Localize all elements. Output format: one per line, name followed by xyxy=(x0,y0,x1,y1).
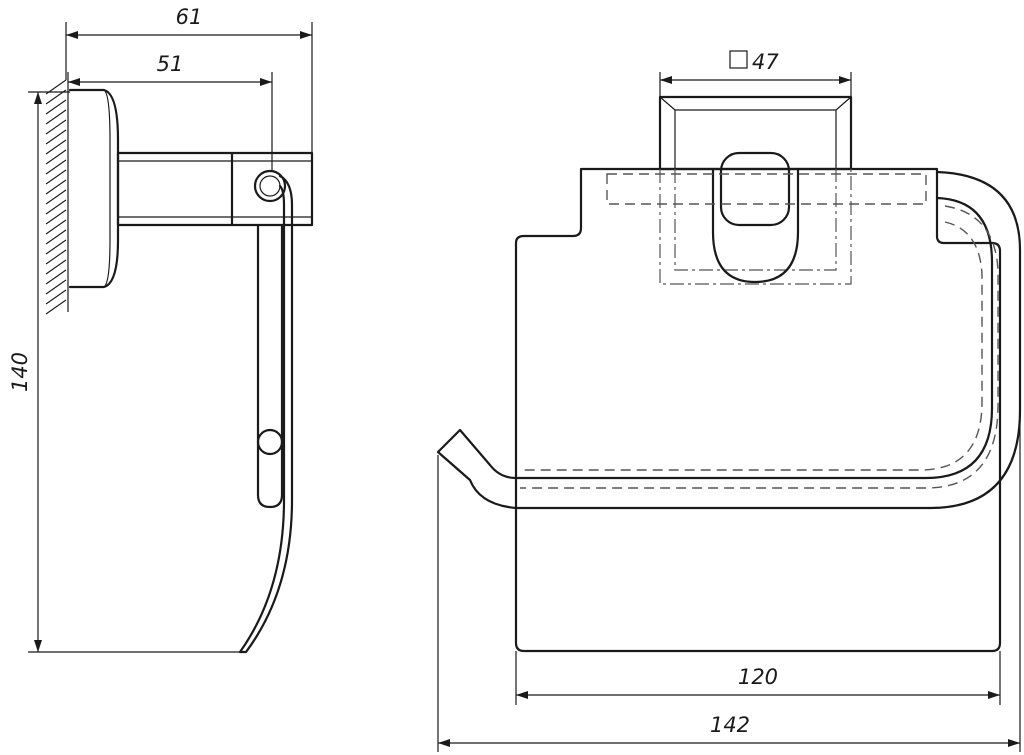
hatch-line xyxy=(45,119,67,135)
dim-label-51: 51 xyxy=(157,52,184,76)
hatch-line xyxy=(45,209,67,225)
hatch-lines xyxy=(45,79,67,315)
dim-label-120: 120 xyxy=(738,665,778,689)
hatch-line xyxy=(45,229,67,245)
hatch-line xyxy=(45,149,67,165)
hatch-line xyxy=(45,129,67,145)
wall-hatching xyxy=(45,72,69,315)
curved-arm-inner xyxy=(514,196,994,480)
hatch-line xyxy=(45,219,67,235)
axis-ring-inner xyxy=(259,175,281,197)
hatch-line xyxy=(45,179,67,195)
hatch-line xyxy=(45,289,67,305)
mount-hidden-inner xyxy=(674,169,837,271)
hatch-line xyxy=(45,249,67,265)
side-view: 61 51 140 xyxy=(8,5,314,654)
hatch-line xyxy=(45,259,67,275)
back-plate xyxy=(514,167,1002,653)
hatch-line xyxy=(45,189,67,205)
mount-block xyxy=(658,95,853,171)
hatch-line xyxy=(45,169,67,185)
axis-ring xyxy=(253,169,287,203)
hatch-line xyxy=(45,109,67,125)
hatch-line xyxy=(45,239,67,255)
mount-block-bevel xyxy=(659,96,852,169)
dim-label-61: 61 xyxy=(176,5,203,29)
dim-label-142: 142 xyxy=(710,713,750,737)
hatch-line xyxy=(45,199,67,215)
dim-label-140: 140 xyxy=(8,352,32,392)
lid-profile xyxy=(238,174,294,654)
hatch-line xyxy=(45,139,67,155)
hatch-line xyxy=(45,159,67,175)
hatch-line xyxy=(45,99,67,115)
arm-hidden-path-2 xyxy=(520,221,983,471)
hatch-line xyxy=(45,279,67,295)
front-view: 47 120 142 xyxy=(436,50,1022,752)
axis-hidden xyxy=(606,173,927,205)
mounting-base xyxy=(68,88,120,289)
hatch-line xyxy=(45,269,67,285)
cover-button xyxy=(719,151,791,227)
square-symbol-icon xyxy=(729,50,748,69)
mounting-base-edge xyxy=(103,89,111,288)
holder-arm xyxy=(116,151,314,227)
arm-hidden-path xyxy=(520,205,999,489)
lid-flap xyxy=(436,428,518,510)
central-cover xyxy=(711,167,800,284)
dim-label-47: 47 xyxy=(752,50,779,74)
curved-arm xyxy=(514,170,1022,510)
mount-hidden-outline xyxy=(659,169,852,285)
paper-rod xyxy=(256,223,284,509)
rod-end xyxy=(256,428,284,456)
hatch-line xyxy=(45,299,67,315)
